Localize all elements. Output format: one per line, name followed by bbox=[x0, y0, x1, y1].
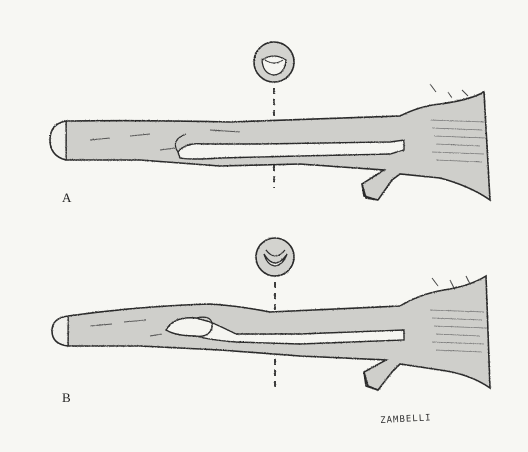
panel-b-label: B bbox=[62, 390, 71, 406]
panel-b-cross-section bbox=[256, 238, 294, 276]
panel-a-label: A bbox=[62, 190, 71, 206]
panel-a-cross-section bbox=[254, 42, 294, 82]
panel-b-left-cap bbox=[52, 316, 68, 346]
panel-a-drawing bbox=[50, 42, 490, 200]
panel-b-drawing bbox=[52, 238, 490, 390]
panel-b-tube bbox=[68, 276, 490, 390]
panel-a-left-cap bbox=[50, 121, 66, 160]
